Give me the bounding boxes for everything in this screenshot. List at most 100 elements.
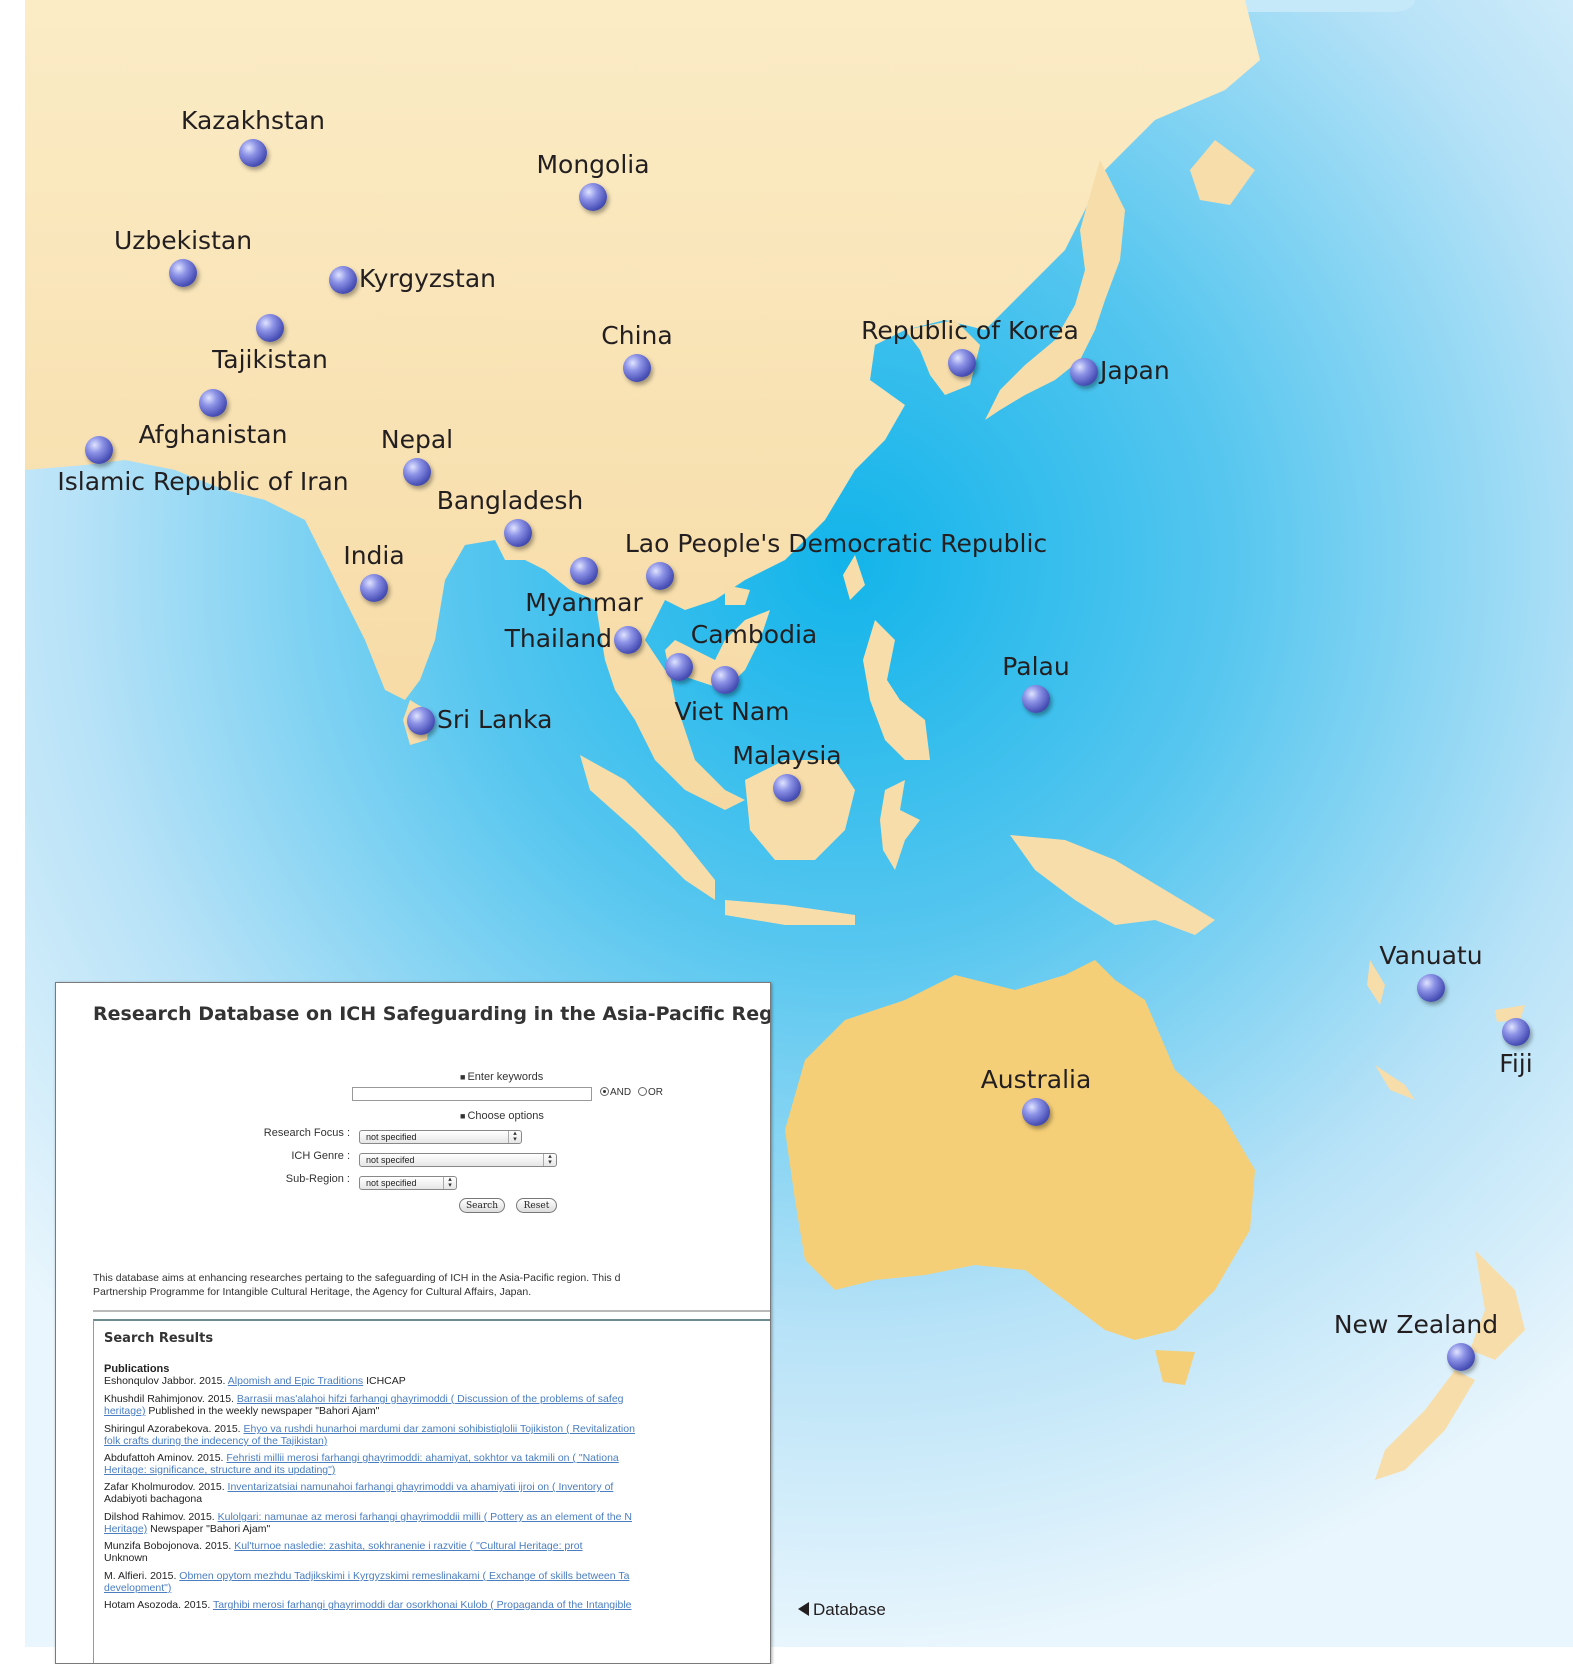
map-marker[interactable] bbox=[1070, 358, 1098, 386]
entry-link[interactable]: Fehristi millii merosi farhangi ghayrimo… bbox=[226, 1452, 619, 1464]
entry-link-cont[interactable]: development") bbox=[104, 1582, 172, 1594]
map-marker[interactable] bbox=[665, 653, 693, 681]
map-marker[interactable] bbox=[360, 574, 388, 602]
search-button[interactable]: Search bbox=[459, 1198, 505, 1213]
entry-link[interactable]: Alpomish and Epic Traditions bbox=[227, 1375, 364, 1387]
map-marker[interactable] bbox=[403, 458, 431, 486]
map-marker[interactable] bbox=[1447, 1343, 1475, 1371]
keywords-heading: Enter keywords bbox=[460, 1071, 543, 1083]
country-label: Japan bbox=[1100, 356, 1170, 385]
map-marker[interactable] bbox=[646, 562, 674, 590]
sub-region-select[interactable]: not specified▴▾ bbox=[359, 1176, 457, 1190]
radio-and[interactable]: AND bbox=[600, 1087, 631, 1098]
entry-author: Eshonqulov Jabbor. 2015. bbox=[104, 1375, 228, 1387]
entry-link-cont[interactable]: Heritage: significance, structure and it… bbox=[104, 1464, 336, 1476]
sub-region-label: Sub-Region : bbox=[285, 1173, 350, 1185]
entry-link-cont[interactable]: Heritage) bbox=[104, 1523, 148, 1535]
ich-genre-label: ICH Genre : bbox=[291, 1150, 350, 1162]
country-label: Republic of Korea bbox=[861, 316, 1079, 345]
country-label: Thailand bbox=[504, 624, 612, 653]
country-label: Tajikistan bbox=[212, 345, 328, 374]
map-marker[interactable] bbox=[199, 389, 227, 417]
keyword-input[interactable] bbox=[352, 1087, 592, 1101]
list-item: Zafar Kholmurodov. 2015. Inventarizatsia… bbox=[104, 1481, 770, 1505]
map-marker[interactable] bbox=[239, 139, 267, 167]
land-new-zealand-south bbox=[1375, 1370, 1475, 1480]
entry-link[interactable]: Kulolgari: namunae az merosi farhangi gh… bbox=[217, 1511, 632, 1523]
entry-author: M. Alfieri. 2015. bbox=[104, 1570, 180, 1582]
entry-link[interactable]: Ehyo va rushdi hunarhoi mardumi dar zamo… bbox=[243, 1423, 635, 1435]
research-focus-label: Research Focus : bbox=[263, 1127, 350, 1139]
entry-author: Dilshod Rahimov. 2015. bbox=[104, 1511, 218, 1523]
map-marker[interactable] bbox=[1417, 974, 1445, 1002]
entry-link-cont[interactable]: heritage) bbox=[104, 1405, 146, 1417]
country-label: Nepal bbox=[380, 425, 454, 454]
land-hainan bbox=[725, 585, 750, 605]
land-australia bbox=[785, 960, 1255, 1340]
map-marker[interactable] bbox=[329, 266, 357, 294]
database-title: Research Database on ICH Safeguarding in… bbox=[93, 1003, 771, 1025]
map-marker[interactable] bbox=[773, 774, 801, 802]
land-tasmania bbox=[1155, 1350, 1195, 1385]
entry-link[interactable]: Kul'turnoe nasledie: zashita, sokhraneni… bbox=[234, 1540, 583, 1552]
country-label: Islamic Republic of Iran bbox=[57, 467, 349, 496]
map-marker[interactable] bbox=[1022, 1098, 1050, 1126]
entry-link[interactable]: Barrasii mas'alahoi hifzi farhangi ghayr… bbox=[236, 1393, 624, 1405]
entry-author: Zafar Kholmurodov. 2015. bbox=[104, 1481, 228, 1493]
radio-dot-icon bbox=[600, 1087, 609, 1096]
select-arrows-icon: ▴▾ bbox=[543, 1154, 556, 1166]
entry-source: Newspaper "Bahori Ajam" bbox=[147, 1523, 271, 1535]
map-marker[interactable] bbox=[614, 626, 642, 654]
land-sumatra bbox=[580, 755, 715, 900]
entry-author: Khushdil Rahimjonov. 2015. bbox=[104, 1393, 237, 1405]
map-marker[interactable] bbox=[1022, 685, 1050, 713]
entry-link-cont[interactable]: folk crafts during the indecency of the … bbox=[104, 1435, 328, 1447]
map-marker[interactable] bbox=[570, 557, 598, 585]
country-label: China bbox=[601, 321, 673, 350]
reset-button[interactable]: Reset bbox=[516, 1198, 557, 1213]
radio-dot-icon bbox=[638, 1087, 647, 1096]
country-label: New Zealand bbox=[1333, 1310, 1499, 1339]
land-vanuatu bbox=[1367, 960, 1385, 1005]
list-item: Khushdil Rahimjonov. 2015. Barrasii mas'… bbox=[104, 1393, 770, 1417]
map-marker[interactable] bbox=[85, 436, 113, 464]
select-arrows-icon: ▴▾ bbox=[443, 1177, 456, 1189]
list-item: Eshonqulov Jabbor. 2015. Alpomish and Ep… bbox=[104, 1375, 770, 1387]
entry-source: Unknown bbox=[104, 1552, 148, 1564]
country-label: Mongolia bbox=[536, 150, 650, 179]
entry-source: ICHCAP bbox=[363, 1375, 406, 1387]
list-item: Dilshod Rahimov. 2015. Kulolgari: namuna… bbox=[104, 1511, 770, 1535]
entry-link[interactable]: Targhibi merosi farhangi ghayrimoddi dar… bbox=[212, 1599, 632, 1611]
triangle-left-icon bbox=[798, 1602, 809, 1616]
map-marker[interactable] bbox=[579, 183, 607, 211]
land-taiwan bbox=[843, 555, 865, 600]
entry-author: Shiringul Azorabekova. 2015. bbox=[104, 1423, 244, 1435]
divider bbox=[93, 1310, 770, 1312]
entry-author: Hotam Asozoda. 2015. bbox=[104, 1599, 213, 1611]
map-marker[interactable] bbox=[256, 314, 284, 342]
map-marker[interactable] bbox=[169, 259, 197, 287]
research-focus-select[interactable]: not specified▴▾ bbox=[359, 1130, 522, 1144]
land-borneo bbox=[745, 760, 855, 860]
map-marker[interactable] bbox=[504, 519, 532, 547]
country-label: Uzbekistan bbox=[113, 226, 253, 255]
list-item: Shiringul Azorabekova. 2015. Ehyo va rus… bbox=[104, 1423, 770, 1447]
country-label: Kazakhstan bbox=[180, 106, 326, 135]
database-caption: Database bbox=[798, 1600, 886, 1620]
map-marker[interactable] bbox=[623, 354, 651, 382]
radio-or[interactable]: OR bbox=[638, 1087, 663, 1098]
map-marker[interactable] bbox=[407, 707, 435, 735]
entry-link[interactable]: Inventarizatsiai namunahoi farhangi ghay… bbox=[227, 1481, 614, 1493]
entry-source: Published in the weekly newspaper "Bahor… bbox=[145, 1405, 380, 1417]
country-label: Malaysia bbox=[732, 741, 842, 770]
ich-genre-select[interactable]: not specifed▴▾ bbox=[359, 1153, 557, 1167]
map-marker[interactable] bbox=[1502, 1018, 1530, 1046]
options-heading: Choose options bbox=[460, 1110, 543, 1122]
country-label: Vanuatu bbox=[1379, 941, 1483, 970]
publications-heading: Publications bbox=[104, 1363, 170, 1375]
entry-link[interactable]: Obmen opytom mezhdu Tadjikskimi i Kyrgyz… bbox=[179, 1570, 630, 1582]
country-label: Bangladesh bbox=[436, 486, 584, 515]
map-marker[interactable] bbox=[711, 666, 739, 694]
country-label: Fiji bbox=[1499, 1049, 1533, 1078]
map-marker[interactable] bbox=[948, 349, 976, 377]
